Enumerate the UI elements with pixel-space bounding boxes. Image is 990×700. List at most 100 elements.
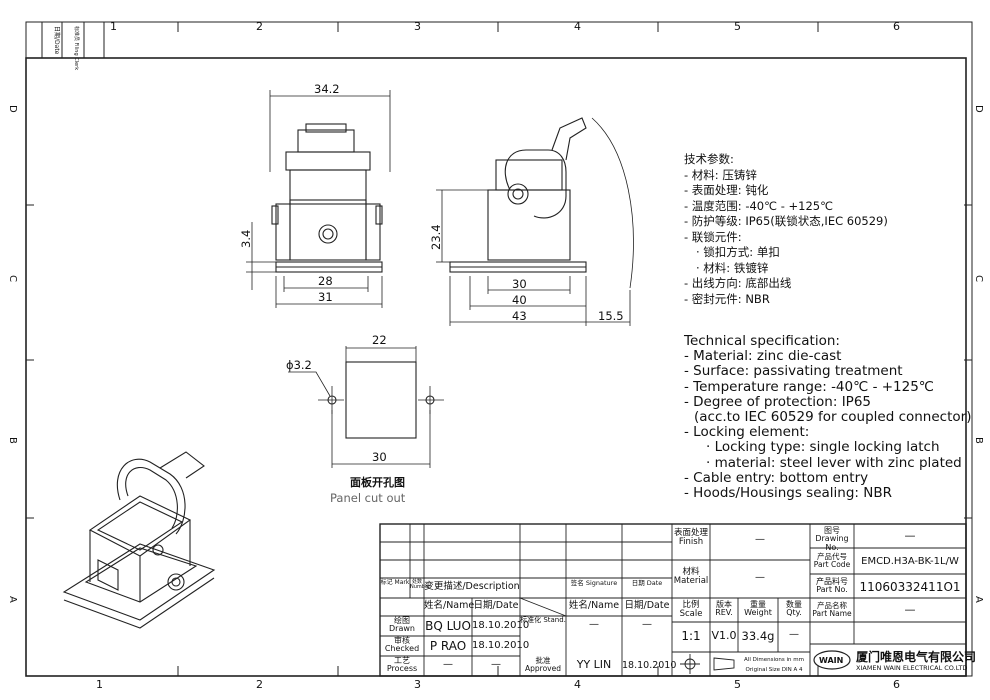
tb-qty-label: 数量 Qty.	[786, 600, 802, 618]
spec-cn-line: - 联锁元件:	[684, 229, 742, 244]
col-label-1: 1	[110, 20, 117, 33]
corner-date-label: 日期/Date	[53, 26, 61, 55]
tb-material-label: 材料 Material	[673, 567, 709, 586]
tb-material-value: —	[755, 572, 765, 583]
dim-top-width: 34.2	[314, 82, 340, 96]
col-label-2: 2	[256, 20, 263, 33]
spec-en-line: - Degree of protection: IP65	[684, 393, 871, 410]
spec-en-line: - Surface: passivating treatment	[684, 363, 903, 380]
dim-side-w1: 30	[512, 277, 527, 291]
tb-date-label: 日期/Date	[473, 600, 519, 611]
tb-qty-value: —	[789, 629, 799, 640]
col-label-5: 5	[734, 20, 741, 33]
tb-signature-label: 签名 Signature	[570, 579, 618, 587]
spec-en-line: · material: steel lever with zinc plated	[706, 454, 962, 471]
tb-rev-label: 版本 REV.	[715, 600, 733, 618]
col-label-bottom-3: 3	[414, 678, 421, 691]
dim-base-outer: 31	[318, 290, 333, 304]
tb-description-label: 变更描述/Description	[424, 581, 520, 592]
row-label-a: A	[7, 596, 18, 603]
tb-part-name-value: —	[904, 603, 916, 616]
tb-drawing-no-label: 图号 Drawing No.	[815, 526, 849, 552]
col-label-bottom-6: 6	[893, 678, 900, 691]
row-label-d: D	[7, 105, 18, 113]
tb-name-date-label-2: 姓名/Name	[568, 600, 620, 611]
tb-process-label: 工艺 Process	[386, 656, 418, 674]
row-label-b-right: B	[973, 437, 984, 444]
tb-dims-note-1: All Dimensions in mm	[744, 657, 804, 663]
tb-part-name-label: 产品名称 Part Name	[812, 601, 852, 618]
tb-checked-date: 18.10.2010	[472, 640, 530, 651]
panel-cutout-dims	[288, 346, 444, 468]
tb-checked-name: P RAO	[429, 639, 467, 653]
col-label-4: 4	[574, 20, 581, 33]
tb-part-no-label: 产品料号 Part No.	[816, 577, 848, 595]
tb-drawn-name: BQ LUO	[425, 619, 471, 633]
dim-hole-diameter: ϕ3.2	[286, 358, 312, 372]
spec-list-en: Technical specification: - Material: zin…	[684, 333, 972, 502]
dim-side-w3: 43	[512, 309, 527, 323]
cutout-title-cn: 面板开孔图	[350, 475, 405, 489]
side-view	[449, 117, 634, 289]
tb-drawn-label: 绘图 Drawn	[389, 616, 415, 634]
dim-side-w2: 40	[512, 293, 527, 307]
cutout-title-en: Panel cut out	[330, 491, 406, 505]
spec-cn-line: - 出线方向: 底部出线	[684, 276, 792, 290]
tb-part-code-value: EMCD.H3A-BK-1L/W	[861, 556, 959, 567]
col-label-bottom-5: 5	[734, 678, 741, 691]
tb-stand-dash-date: —	[642, 619, 652, 630]
row-label-c-right: C	[973, 275, 984, 282]
col-label-bottom-2: 2	[256, 678, 263, 691]
tb-weight-value: 33.4g	[741, 629, 775, 643]
tb-approved-date: 18.10.2010	[622, 660, 677, 671]
tb-mark-label: 标记 Mark	[380, 579, 410, 586]
spec-cn-line: 技术参数:	[684, 152, 734, 166]
tb-drawn-date: 18.10.2010	[472, 620, 530, 631]
col-label-3: 3	[414, 20, 421, 33]
col-label-bottom-4: 4	[574, 678, 581, 691]
title-block	[379, 523, 967, 677]
row-label-b: B	[7, 437, 18, 444]
tb-date-label-2: 日期/Date	[624, 600, 670, 611]
spec-cn-line: - 密封元件: NBR	[684, 291, 770, 306]
spec-en-line: (acc.to IEC 60529 for coupled connector)	[694, 409, 972, 426]
tb-dims-note-2: Original Size DIN A 4	[745, 667, 803, 673]
dim-side-lever: 15.5	[598, 309, 624, 323]
tb-company-cn: 厦门唯恩电气有限公司	[856, 650, 977, 664]
spec-cn-line: · 锁扣方式: 单扣	[696, 245, 780, 259]
dim-left-height: 3.4	[239, 230, 253, 248]
front-view-dims	[246, 90, 391, 308]
spec-cn-line: - 防护等级: IP65(联锁状态,IEC 60529)	[684, 214, 888, 228]
spec-list-cn: 技术参数: - 材料: 压铸锌 - 表面处理: 钝化 - 温度范围: -40℃ …	[684, 152, 888, 307]
spec-en-line: - Hoods/Housings sealing: NBR	[684, 485, 893, 502]
projection-symbol	[680, 654, 735, 674]
tb-drawing-no-value: —	[904, 529, 916, 542]
tb-approved-label: 批准 Approved	[525, 656, 561, 673]
dim-cut-bottom: 30	[372, 450, 387, 464]
row-label-a-right: A	[973, 596, 984, 603]
tb-finish-label: 表面处理 Finish	[673, 528, 708, 547]
col-label-6: 6	[893, 20, 900, 33]
tb-approved-name: YY LIN	[576, 658, 612, 671]
spec-cn-line: - 表面处理: 钝化	[684, 183, 769, 197]
spec-cn-line: - 温度范围: -40℃ - +125℃	[684, 198, 833, 213]
tb-rev-value: V1.0	[711, 629, 737, 642]
dim-side-height: 23.4	[429, 224, 443, 250]
spec-en-line: - Temperature range: -40℃ - +125℃	[684, 378, 934, 395]
corner-clerk-label: 标准员 Filing Clerk	[73, 26, 80, 70]
spec-cn-line: - 材料: 压铸锌	[684, 167, 757, 182]
spec-en-line: Technical specification:	[684, 333, 840, 349]
spec-en-line: · Locking type: single locking latch	[706, 439, 940, 456]
spec-en-line: - Material: zinc die-cast	[684, 348, 842, 365]
tb-process-dash-date: —	[491, 659, 501, 670]
tb-company-en: XIAMEN WAIN ELECTRICAL CO.LTD	[856, 664, 968, 672]
row-label-d-right: D	[973, 105, 984, 113]
spec-en-line: - Cable entry: bottom entry	[684, 469, 869, 486]
tb-date-col-label: 日期 Date	[631, 579, 663, 587]
front-view	[271, 123, 383, 273]
logo-text: WAIN	[819, 656, 843, 665]
side-view-dims	[436, 189, 631, 326]
dim-base-inner: 28	[318, 274, 333, 288]
tb-number-label: 处数 Number	[410, 579, 431, 591]
